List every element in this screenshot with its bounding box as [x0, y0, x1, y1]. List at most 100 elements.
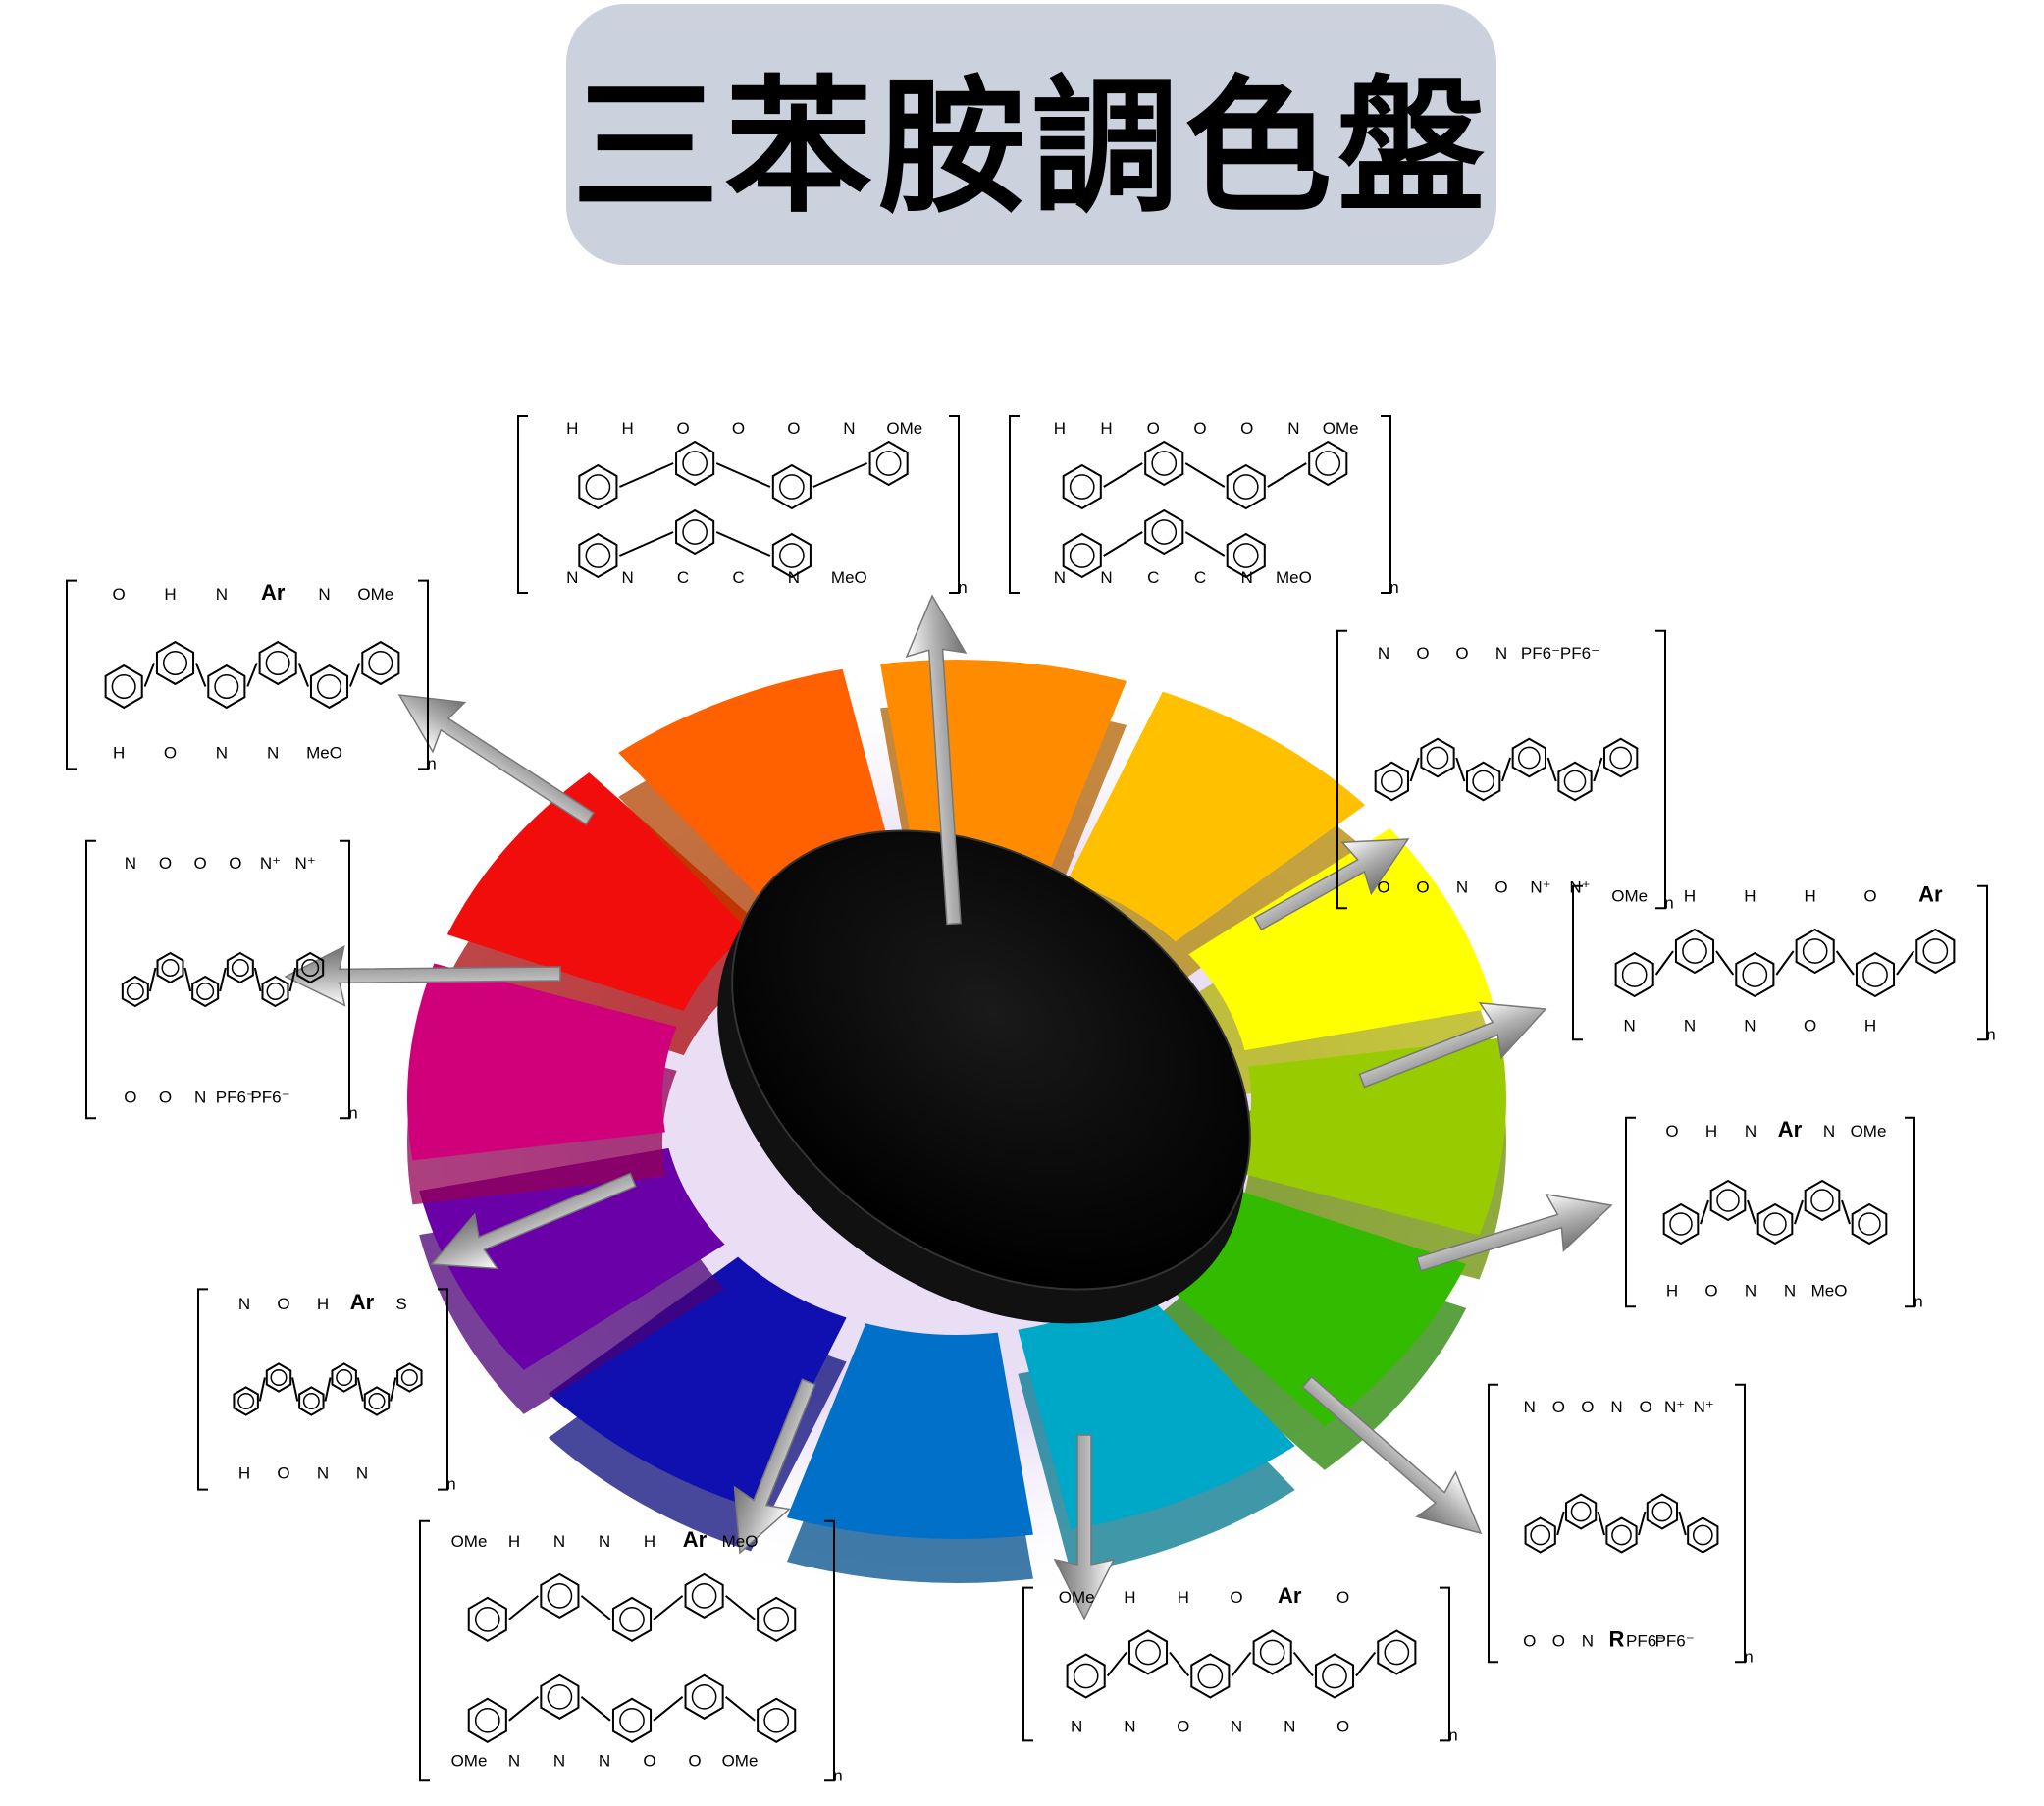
atom-label: O [1552, 1632, 1565, 1651]
benzene-ring [1252, 1629, 1292, 1675]
atom-label: PF6⁻ [1655, 1632, 1695, 1651]
atom-label: O [1455, 644, 1468, 663]
atom-label: MeO [1276, 568, 1312, 587]
atom-label: N [1495, 644, 1507, 663]
atom-label: n [833, 1766, 842, 1784]
atom-label: O [1804, 1017, 1816, 1036]
bracket-right [1381, 415, 1391, 594]
atom-label: PF6⁻ [1521, 644, 1560, 663]
atom-label: O [1240, 419, 1253, 438]
atom-label: N [1524, 1398, 1536, 1416]
benzene-ring [540, 1572, 580, 1620]
benzene-ring [191, 975, 220, 1008]
benzene-ring [1915, 928, 1956, 975]
benzene-ring [868, 440, 909, 487]
benzene-ring [757, 1596, 797, 1643]
atom-label: Ar [683, 1527, 708, 1552]
atom-label: O [1177, 1718, 1189, 1736]
atom-label: O [1494, 878, 1507, 897]
atom-label: O [159, 1089, 172, 1107]
benzene-ring [258, 640, 297, 686]
benzene-ring [1314, 1653, 1355, 1699]
benzene-ring [771, 463, 812, 510]
atom-label: O [1665, 1122, 1678, 1141]
atom-label: N [194, 1089, 206, 1107]
arrow [1301, 1375, 1483, 1535]
benzene-ring [1062, 532, 1102, 579]
atom-label: N [356, 1463, 368, 1482]
atom-label: O [688, 1752, 701, 1771]
atom-label: OMe [1611, 886, 1648, 905]
bracket-left [1009, 415, 1020, 594]
arrow [430, 1172, 637, 1270]
arrow [1358, 1001, 1547, 1089]
atom-label: O [676, 419, 689, 438]
atom-label: O [1523, 1632, 1536, 1651]
atom-label: N⁺ [295, 854, 316, 873]
atom-label: PF6⁻ [216, 1089, 255, 1107]
benzene-ring [1564, 1493, 1598, 1530]
benzene-ring [611, 1697, 653, 1743]
benzene-ring [1062, 463, 1102, 510]
benzene-ring [675, 508, 715, 556]
atom-label: C [677, 568, 689, 587]
atom-label: n [1913, 1292, 1922, 1310]
atom-label: OMe [451, 1532, 488, 1551]
benzene-ring [265, 1362, 292, 1393]
atom-label: OMe [1851, 1122, 1887, 1141]
bracket-left [1336, 629, 1347, 910]
atom-label: N [1284, 1718, 1295, 1736]
bracket-right [1977, 884, 1988, 1041]
atom-label: OMe [886, 419, 922, 438]
atom-label: C [1147, 568, 1159, 587]
benzene-ring [1466, 761, 1501, 802]
atom-label: N [1610, 1398, 1622, 1416]
atom-label: N [238, 1295, 250, 1313]
bracket-right [824, 1519, 835, 1782]
arrow [1253, 838, 1410, 931]
atom-label: O [1416, 644, 1429, 663]
benzene-ring [675, 440, 715, 487]
bracket-right [438, 1288, 448, 1491]
bracket-right [1440, 1586, 1450, 1742]
atom-label: N [125, 854, 136, 873]
atom-label: MeO [831, 568, 867, 587]
atom-label: Ar [261, 580, 286, 605]
atom-label: N [508, 1752, 520, 1771]
atom-label: O [1230, 1588, 1242, 1607]
atom-label: O [1704, 1282, 1717, 1301]
benzene-ring [296, 951, 325, 984]
benzene-ring [1735, 951, 1775, 998]
disk-top [731, 829, 1251, 1291]
benzene-ring [757, 1697, 797, 1743]
atom-label: N⁺ [1664, 1398, 1685, 1416]
atom-label: MeO [722, 1532, 759, 1551]
atom-label: n [348, 1103, 357, 1122]
benzene-ring [1374, 761, 1409, 802]
benzene-ring [1614, 951, 1654, 998]
atom-label: N [1241, 568, 1253, 587]
atom-label: N [216, 744, 228, 763]
benzene-ring [331, 1362, 357, 1393]
atom-label: Ar [1278, 1583, 1302, 1608]
atom-label: OMe [1323, 419, 1359, 438]
bracket-right [418, 579, 429, 770]
atom-label: H [1124, 1588, 1135, 1607]
benzene-ring [1226, 463, 1266, 510]
atom-label: H [113, 744, 125, 763]
wheel-segment [1188, 828, 1494, 1051]
atom-label: O [1639, 1398, 1651, 1416]
atom-label: H [1666, 1282, 1678, 1301]
benzene-ring [226, 951, 254, 984]
atom-label: n [427, 754, 436, 772]
atom-label: n [1986, 1025, 1995, 1043]
atom-label: O [1336, 1718, 1349, 1736]
benzene-ring [540, 1673, 580, 1720]
atom-label: O [113, 585, 126, 604]
atom-label: R [1609, 1627, 1625, 1652]
